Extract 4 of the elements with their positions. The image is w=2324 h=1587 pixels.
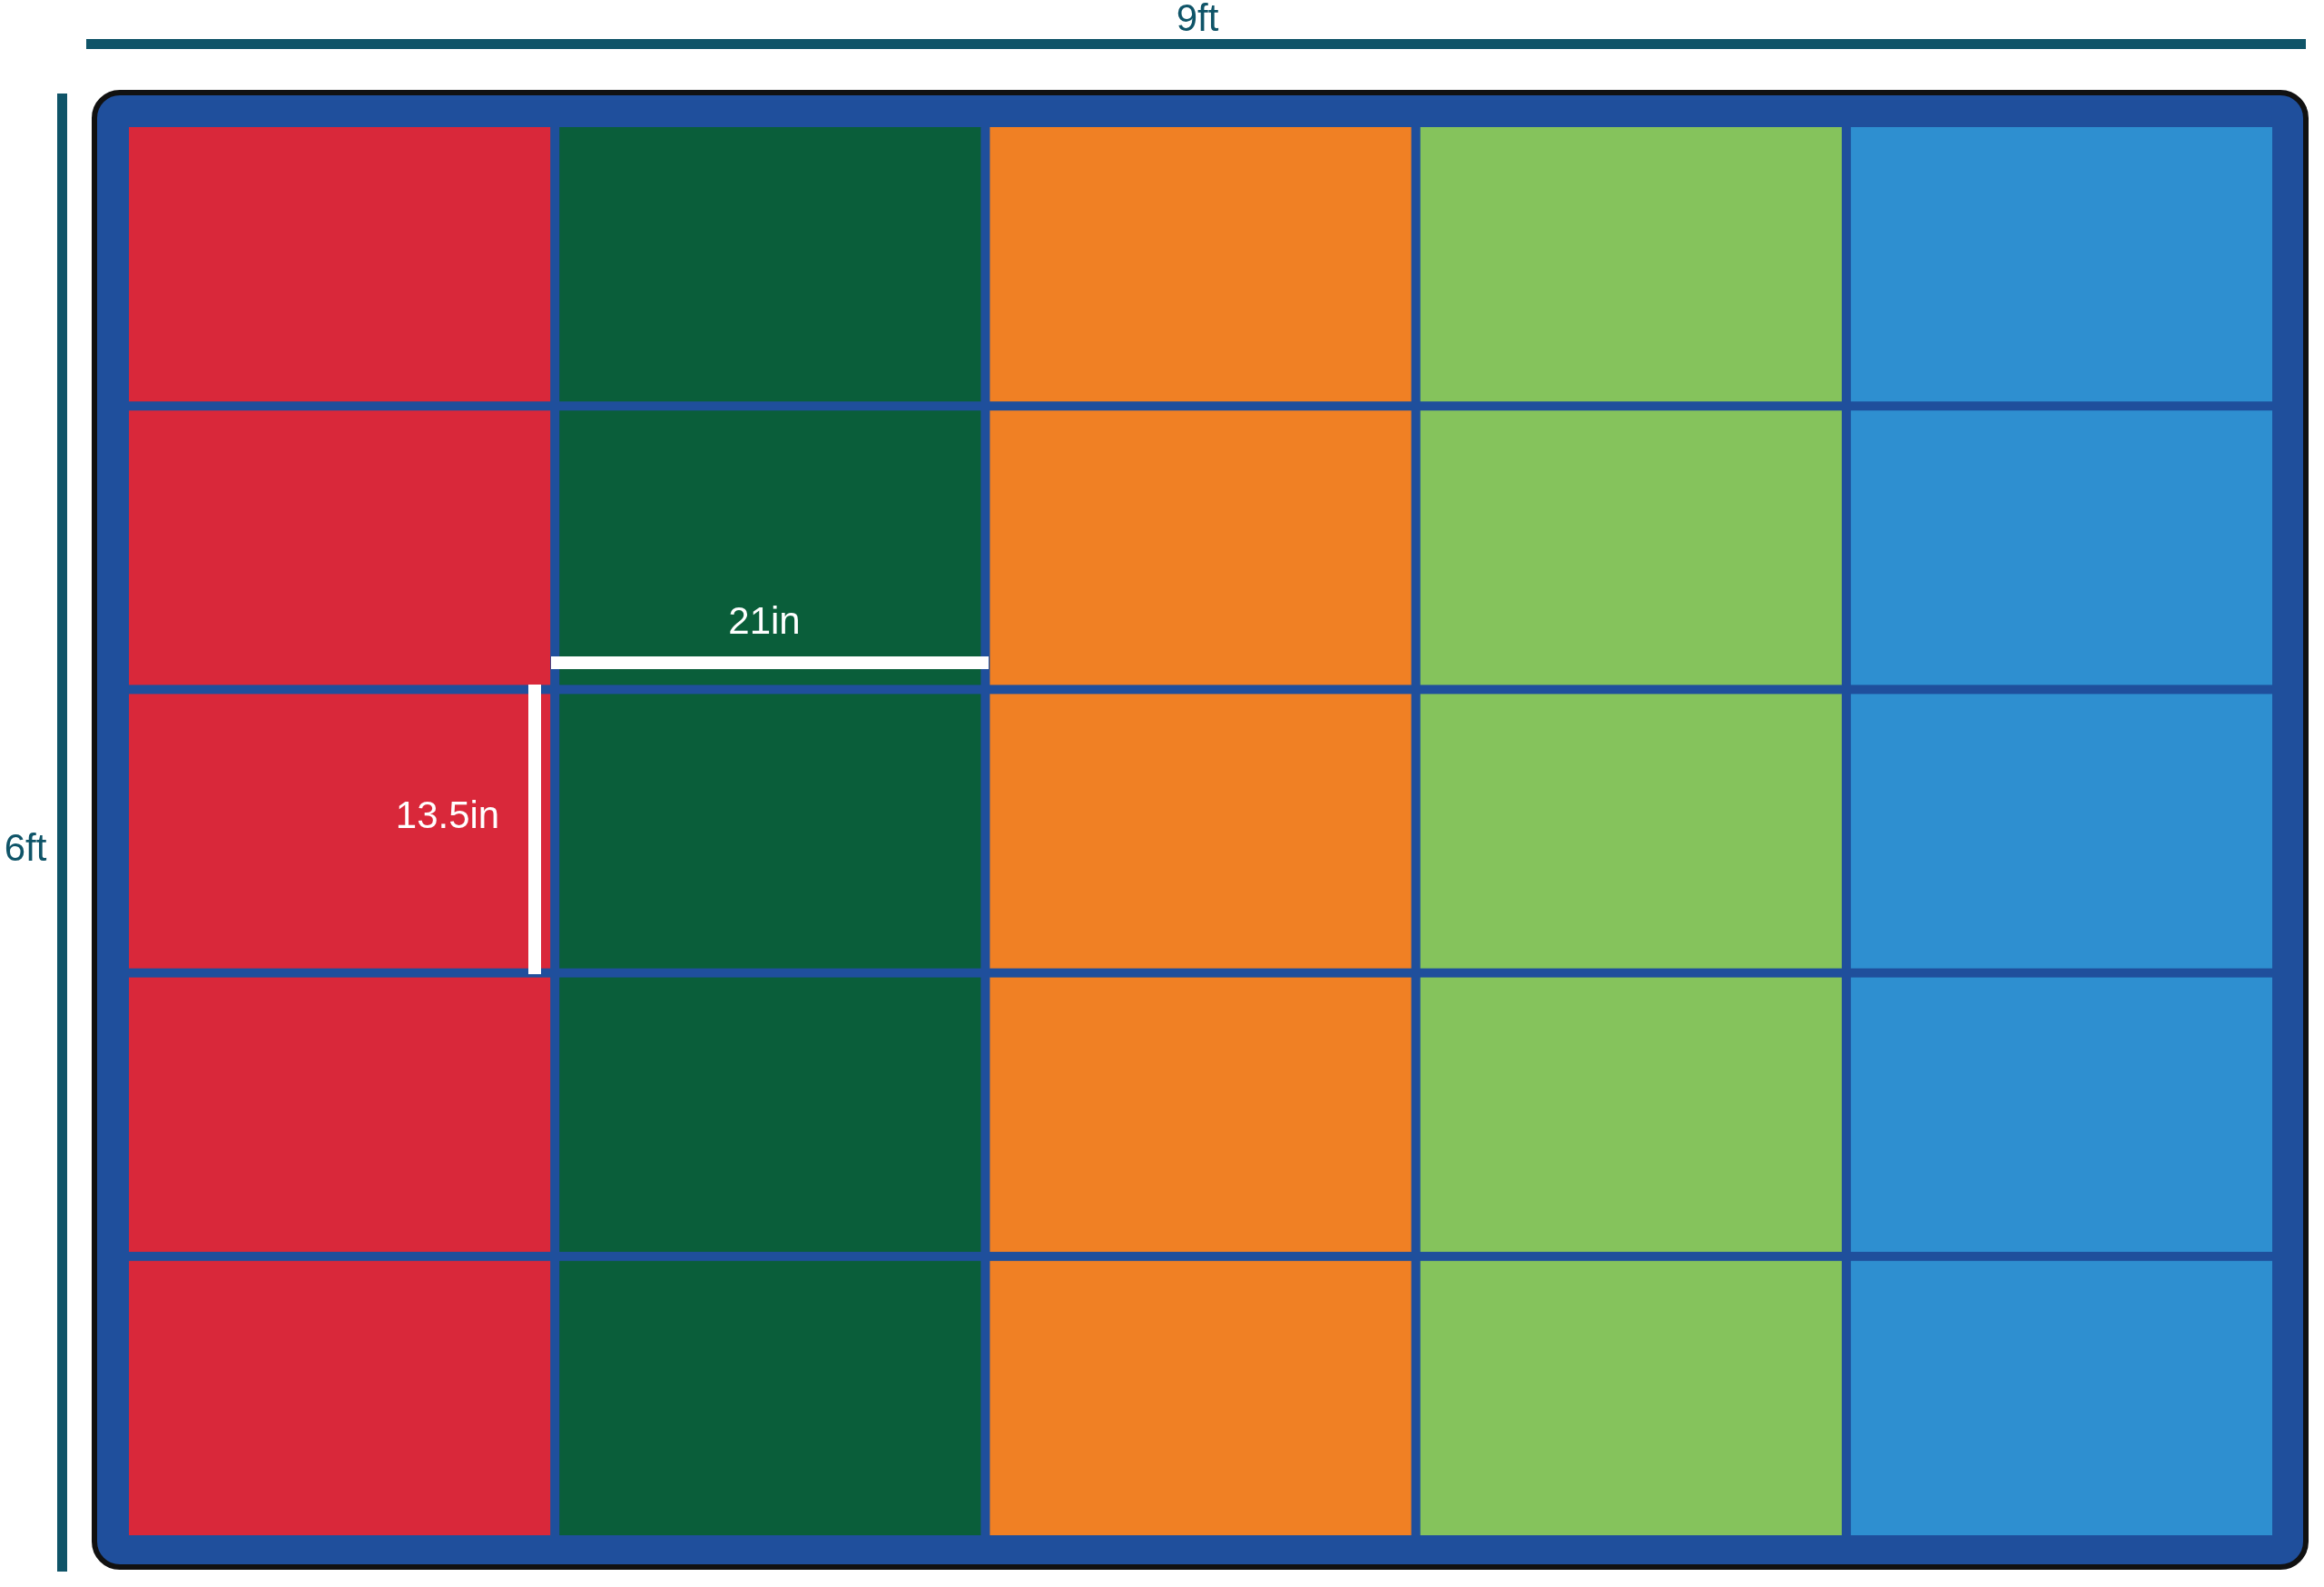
- dimension-label: 21in: [728, 602, 801, 640]
- dimension-label: 9ft: [1176, 0, 1219, 37]
- dimension-label: 13.5in: [395, 796, 500, 834]
- dimension-label: 6ft: [4, 829, 47, 867]
